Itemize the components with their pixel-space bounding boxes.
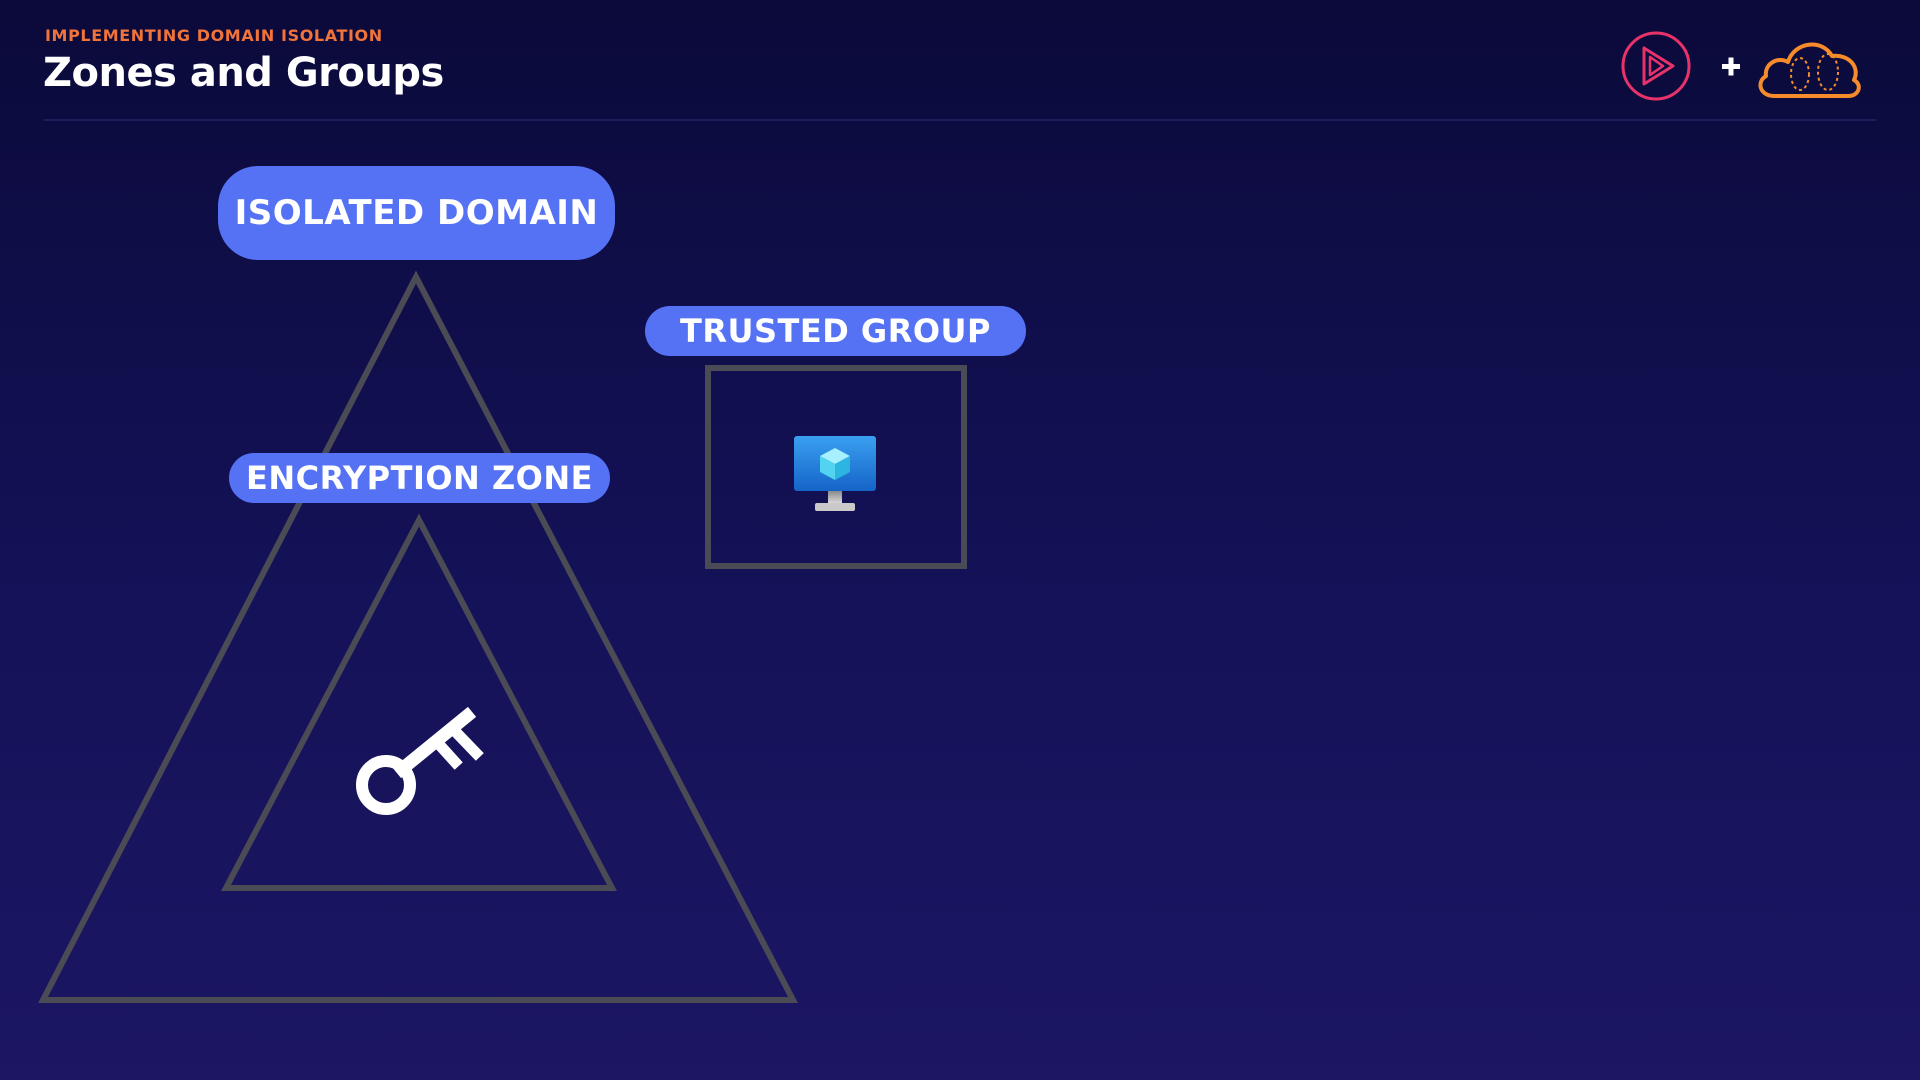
brand-logos [1621, 31, 1861, 101]
trusted-group-label: TRUSTED GROUP [645, 306, 1026, 356]
cloud-logo-icon [1758, 42, 1861, 98]
isolated-domain-triangle [38, 270, 798, 1003]
isolated-domain-label: ISOLATED DOMAIN [218, 166, 615, 260]
plus-sign [1722, 57, 1740, 76]
section-eyebrow: IMPLEMENTING DOMAIN ISOLATION [45, 26, 383, 45]
key-icon [356, 706, 484, 815]
encryption-zone-triangle [221, 513, 617, 891]
page-title: Zones and Groups [43, 50, 444, 96]
virtual-machine-monitor-icon [794, 436, 876, 511]
trusted-group-box [705, 365, 967, 569]
header-divider [44, 119, 1876, 121]
play-logo-icon [1621, 31, 1691, 101]
encryption-zone-label: ENCRYPTION ZONE [229, 453, 610, 503]
